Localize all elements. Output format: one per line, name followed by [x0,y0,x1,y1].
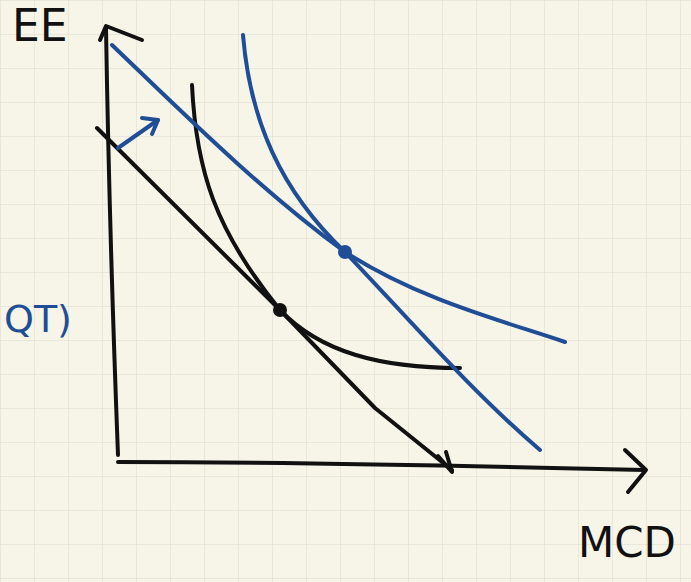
equilibrium-dot [338,245,352,259]
equilibrium-dot [273,303,287,317]
initial-equilibrium [97,85,460,472]
axis-label: MCD [578,522,676,564]
new-equilibrium [112,35,565,450]
annotation: QT) [4,300,72,338]
axis-label: EE [12,4,68,48]
axes [100,26,646,492]
